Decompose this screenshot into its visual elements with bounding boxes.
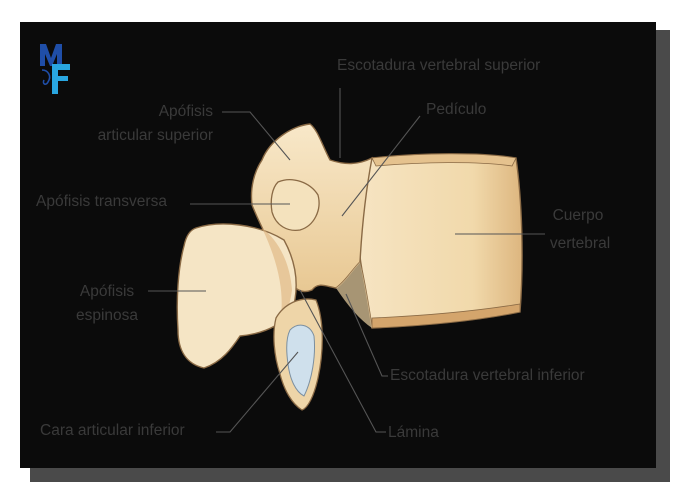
spinous-process — [176, 223, 297, 369]
vertebral-body — [357, 153, 523, 329]
label-escotadura-superior: Escotadura vertebral superior — [337, 57, 541, 74]
spinous-shading — [262, 228, 292, 322]
label-lamina: Lámina — [388, 424, 439, 441]
label-cuerpo-2: vertebral — [549, 235, 611, 252]
label-apofisis-transversa: Apófisis transversa — [36, 193, 167, 210]
label-pediculo: Pedículo — [426, 101, 487, 118]
label-cuerpo-1: Cuerpo — [552, 207, 604, 224]
leader-apofisis-articular — [222, 111, 291, 161]
leader-escotadura-inferior — [345, 293, 388, 377]
logo-caduceus — [41, 69, 51, 85]
logo-letter-m — [40, 44, 62, 66]
mf-logo — [40, 44, 70, 94]
leader-pediculo — [341, 115, 421, 217]
label-espinosa-2: espinosa — [75, 307, 139, 324]
logo-letter-f — [52, 64, 70, 94]
label-cara-articular-inferior: Cara articular inferior — [40, 422, 185, 439]
body-rim-bottom — [371, 303, 521, 329]
body-rim-top — [371, 153, 517, 167]
inferior-notch — [336, 262, 372, 328]
leader-lamina — [299, 289, 386, 433]
label-espinosa-1: Apófisis — [79, 283, 135, 300]
label-apofisis-articular-2: articular superior — [97, 127, 213, 144]
label-apofisis-articular-1: Apófisis — [158, 103, 213, 120]
transverse-process — [270, 179, 320, 232]
leader-lines — [148, 88, 545, 433]
label-escotadura-inferior: Escotadura vertebral inferior — [390, 367, 585, 384]
leader-cara-articular — [216, 351, 299, 433]
inferior-facet — [286, 324, 315, 397]
